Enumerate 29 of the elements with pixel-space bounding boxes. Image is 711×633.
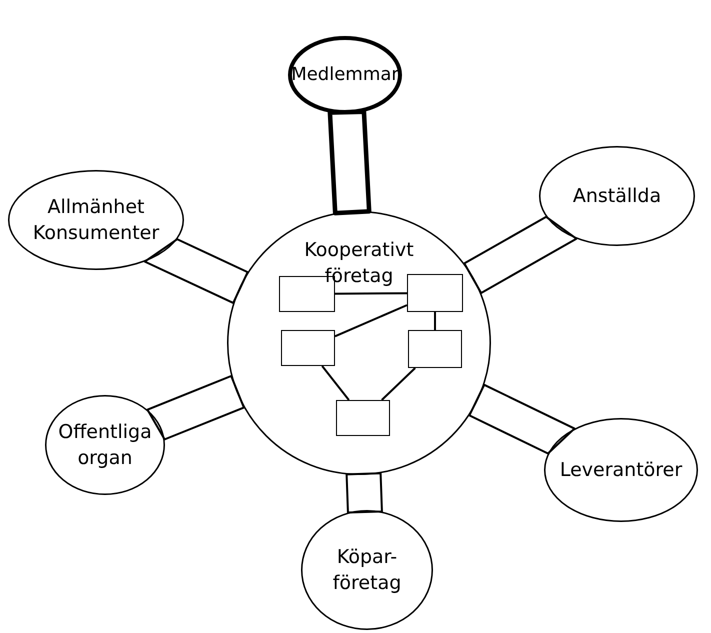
process-box	[408, 330, 462, 368]
stakeholder-ellipse	[288, 36, 402, 114]
process-box	[336, 400, 390, 436]
double-line-connector	[144, 238, 249, 304]
node-label: Kooperativt företag	[303, 238, 415, 289]
process-box	[281, 330, 335, 366]
stakeholder-ellipse	[45, 395, 165, 495]
double-line-connector	[146, 375, 245, 440]
process-box	[407, 274, 463, 312]
node-label: Medlemmar	[291, 63, 399, 87]
node-label: Anställda	[572, 184, 662, 209]
double-line-connector	[463, 216, 578, 294]
connector-line	[335, 292, 407, 295]
node-label: Offentliga organ	[57, 420, 153, 471]
connector-line	[321, 365, 350, 401]
connector-line	[381, 367, 416, 401]
node-label: Allmänhet Konsumenter	[32, 195, 160, 246]
connector-line	[434, 312, 436, 330]
connector-line	[334, 304, 408, 338]
double-line-connector	[468, 384, 576, 454]
stakeholder-ellipse	[544, 418, 698, 522]
stakeholder-ellipse	[8, 170, 184, 270]
node-label: Köpar-företag	[332, 545, 402, 596]
double-line-connector	[346, 472, 383, 514]
organization-circle	[227, 211, 491, 475]
double-line-connector	[328, 110, 372, 216]
stakeholder-ellipse	[301, 510, 433, 630]
stakeholder-ellipse	[539, 146, 695, 246]
node-label: Leverantörer	[558, 458, 684, 483]
